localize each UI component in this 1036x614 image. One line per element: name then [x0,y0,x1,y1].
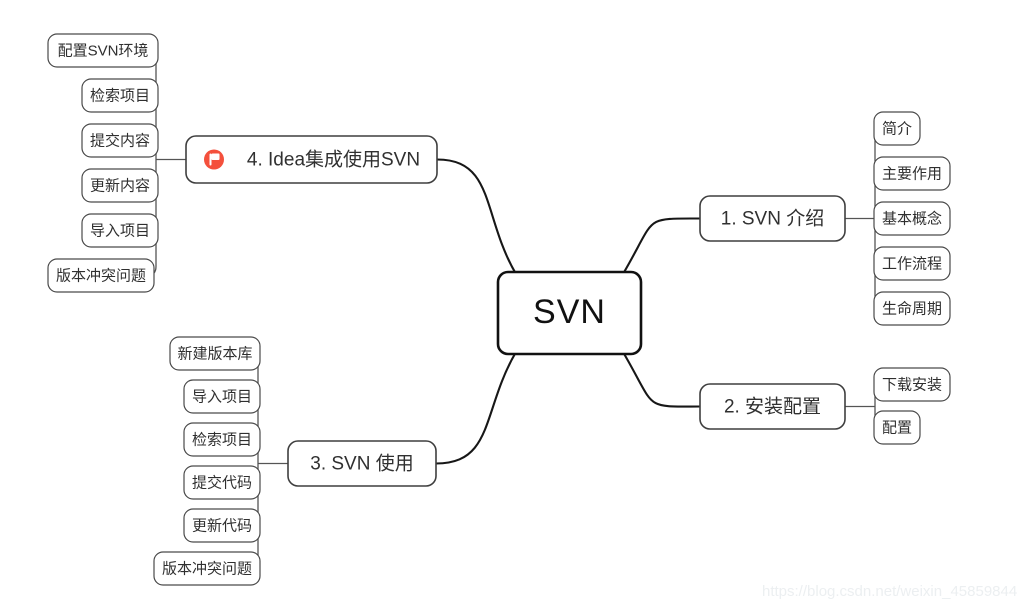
branch-node-1-label: 1. SVN 介绍 [721,208,824,230]
leaf-node-1-2-label: 主要作用 [882,165,942,182]
leaf-node-2-2-box [873,410,921,445]
branch-node-3-box [287,440,437,487]
trunk-connector-3 [435,351,517,465]
root-node-svn-label: SVN [533,293,606,331]
leaf-node-3-6-label: 版本冲突问题 [162,560,252,577]
branch-node-1-box [699,195,846,242]
leaf-node-3-1[interactable]: 新建版本库 [169,336,261,371]
root-node-svn-box [496,270,643,356]
leaf-node-1-1[interactable]: 简介 [873,111,921,146]
flag-icon [204,149,224,170]
leaf-node-3-5-label: 更新代码 [192,517,252,534]
leaf-node-3-6[interactable]: 版本冲突问题 [153,551,261,586]
leaf-node-3-2-box [183,379,261,414]
leaf-node-3-6-box [153,551,261,586]
leaf-node-4-2-box [81,78,159,113]
leaf-node-3-2[interactable]: 导入项目 [183,379,261,414]
branch-node-3[interactable]: 3. SVN 使用 [287,440,437,487]
leaf-node-1-1-box [873,111,921,146]
branch-node-4-box [185,135,438,184]
leaf-node-3-4[interactable]: 提交代码 [183,465,261,500]
branch-node-1[interactable]: 1. SVN 介绍 [699,195,846,242]
leaf-node-3-3[interactable]: 检索项目 [183,422,261,457]
leaf-node-1-2[interactable]: 主要作用 [873,156,951,191]
branch-node-2-box [699,383,846,430]
branch-node-2-label: 2. 安装配置 [724,396,821,418]
branch-node-3-label: 3. SVN 使用 [310,453,413,475]
leaf-node-4-2[interactable]: 检索项目 [81,78,159,113]
leaf-node-4-3-box [81,123,159,158]
leaf-node-4-1-box [47,33,159,68]
leaf-node-4-5-box [81,213,159,248]
leaf-node-4-4-box [81,168,159,203]
leaf-node-2-1[interactable]: 下载安装 [873,367,951,402]
leaf-node-1-2-box [873,156,951,191]
leaf-node-3-5-box [183,508,261,543]
trunk-connector-2 [622,351,701,408]
leaf-node-3-3-box [183,422,261,457]
leaf-node-4-3-label: 提交内容 [90,131,150,149]
leaf-node-3-2-label: 导入项目 [192,388,252,405]
leaf-node-1-4[interactable]: 工作流程 [873,246,951,281]
leaf-node-4-6-label: 版本冲突问题 [56,267,146,284]
trunk-connector-1 [622,217,701,275]
leaf-node-4-5[interactable]: 导入项目 [81,213,159,248]
leaf-node-1-4-label: 工作流程 [882,255,942,272]
leaf-node-4-4-label: 更新内容 [90,177,150,194]
leaf-node-3-4-label: 提交代码 [192,473,252,491]
leaf-node-3-1-box [169,336,261,371]
root-node-svn[interactable]: SVN [496,270,643,356]
leaf-node-1-3[interactable]: 基本概念 [873,201,951,236]
leaf-node-4-2-label: 检索项目 [90,87,150,104]
leaf-node-1-4-box [873,246,951,281]
leaf-node-1-5-label: 生命周期 [882,299,942,317]
leaf-node-4-1-label: 配置SVN环境 [58,41,149,59]
leaf-node-2-1-label: 下载安装 [882,376,942,393]
leaf-node-4-3[interactable]: 提交内容 [81,123,159,158]
leaf-node-1-3-box [873,201,951,236]
branch-node-2[interactable]: 2. 安装配置 [699,383,846,430]
branch-node-4[interactable]: 4. Idea集成使用SVN [185,135,438,184]
leaf-node-2-1-box [873,367,951,402]
leaf-node-3-1-label: 新建版本库 [177,345,252,362]
leaf-node-4-1[interactable]: 配置SVN环境 [47,33,159,68]
leaf-node-1-5[interactable]: 生命周期 [873,291,951,326]
leaf-node-3-5[interactable]: 更新代码 [183,508,261,543]
branch-node-4-label: 4. Idea集成使用SVN [247,149,420,171]
leaf-node-2-2[interactable]: 配置 [873,410,921,445]
leaf-node-3-3-label: 检索项目 [192,431,252,448]
trunk-connector-4 [436,158,517,275]
leaf-node-1-3-label: 基本概念 [882,209,942,227]
leaf-node-2-2-label: 配置 [882,419,912,436]
leaf-node-4-5-label: 导入项目 [90,222,150,239]
leaf-node-3-4-box [183,465,261,500]
leaf-node-1-1-label: 简介 [882,120,912,137]
leaf-node-4-6-box [47,258,155,293]
leaf-node-1-5-box [873,291,951,326]
leaf-node-4-6[interactable]: 版本冲突问题 [47,258,155,293]
watermark: https://blog.csdn.net/weixin_45859844 [762,583,1017,600]
leaf-node-4-4[interactable]: 更新内容 [81,168,159,203]
